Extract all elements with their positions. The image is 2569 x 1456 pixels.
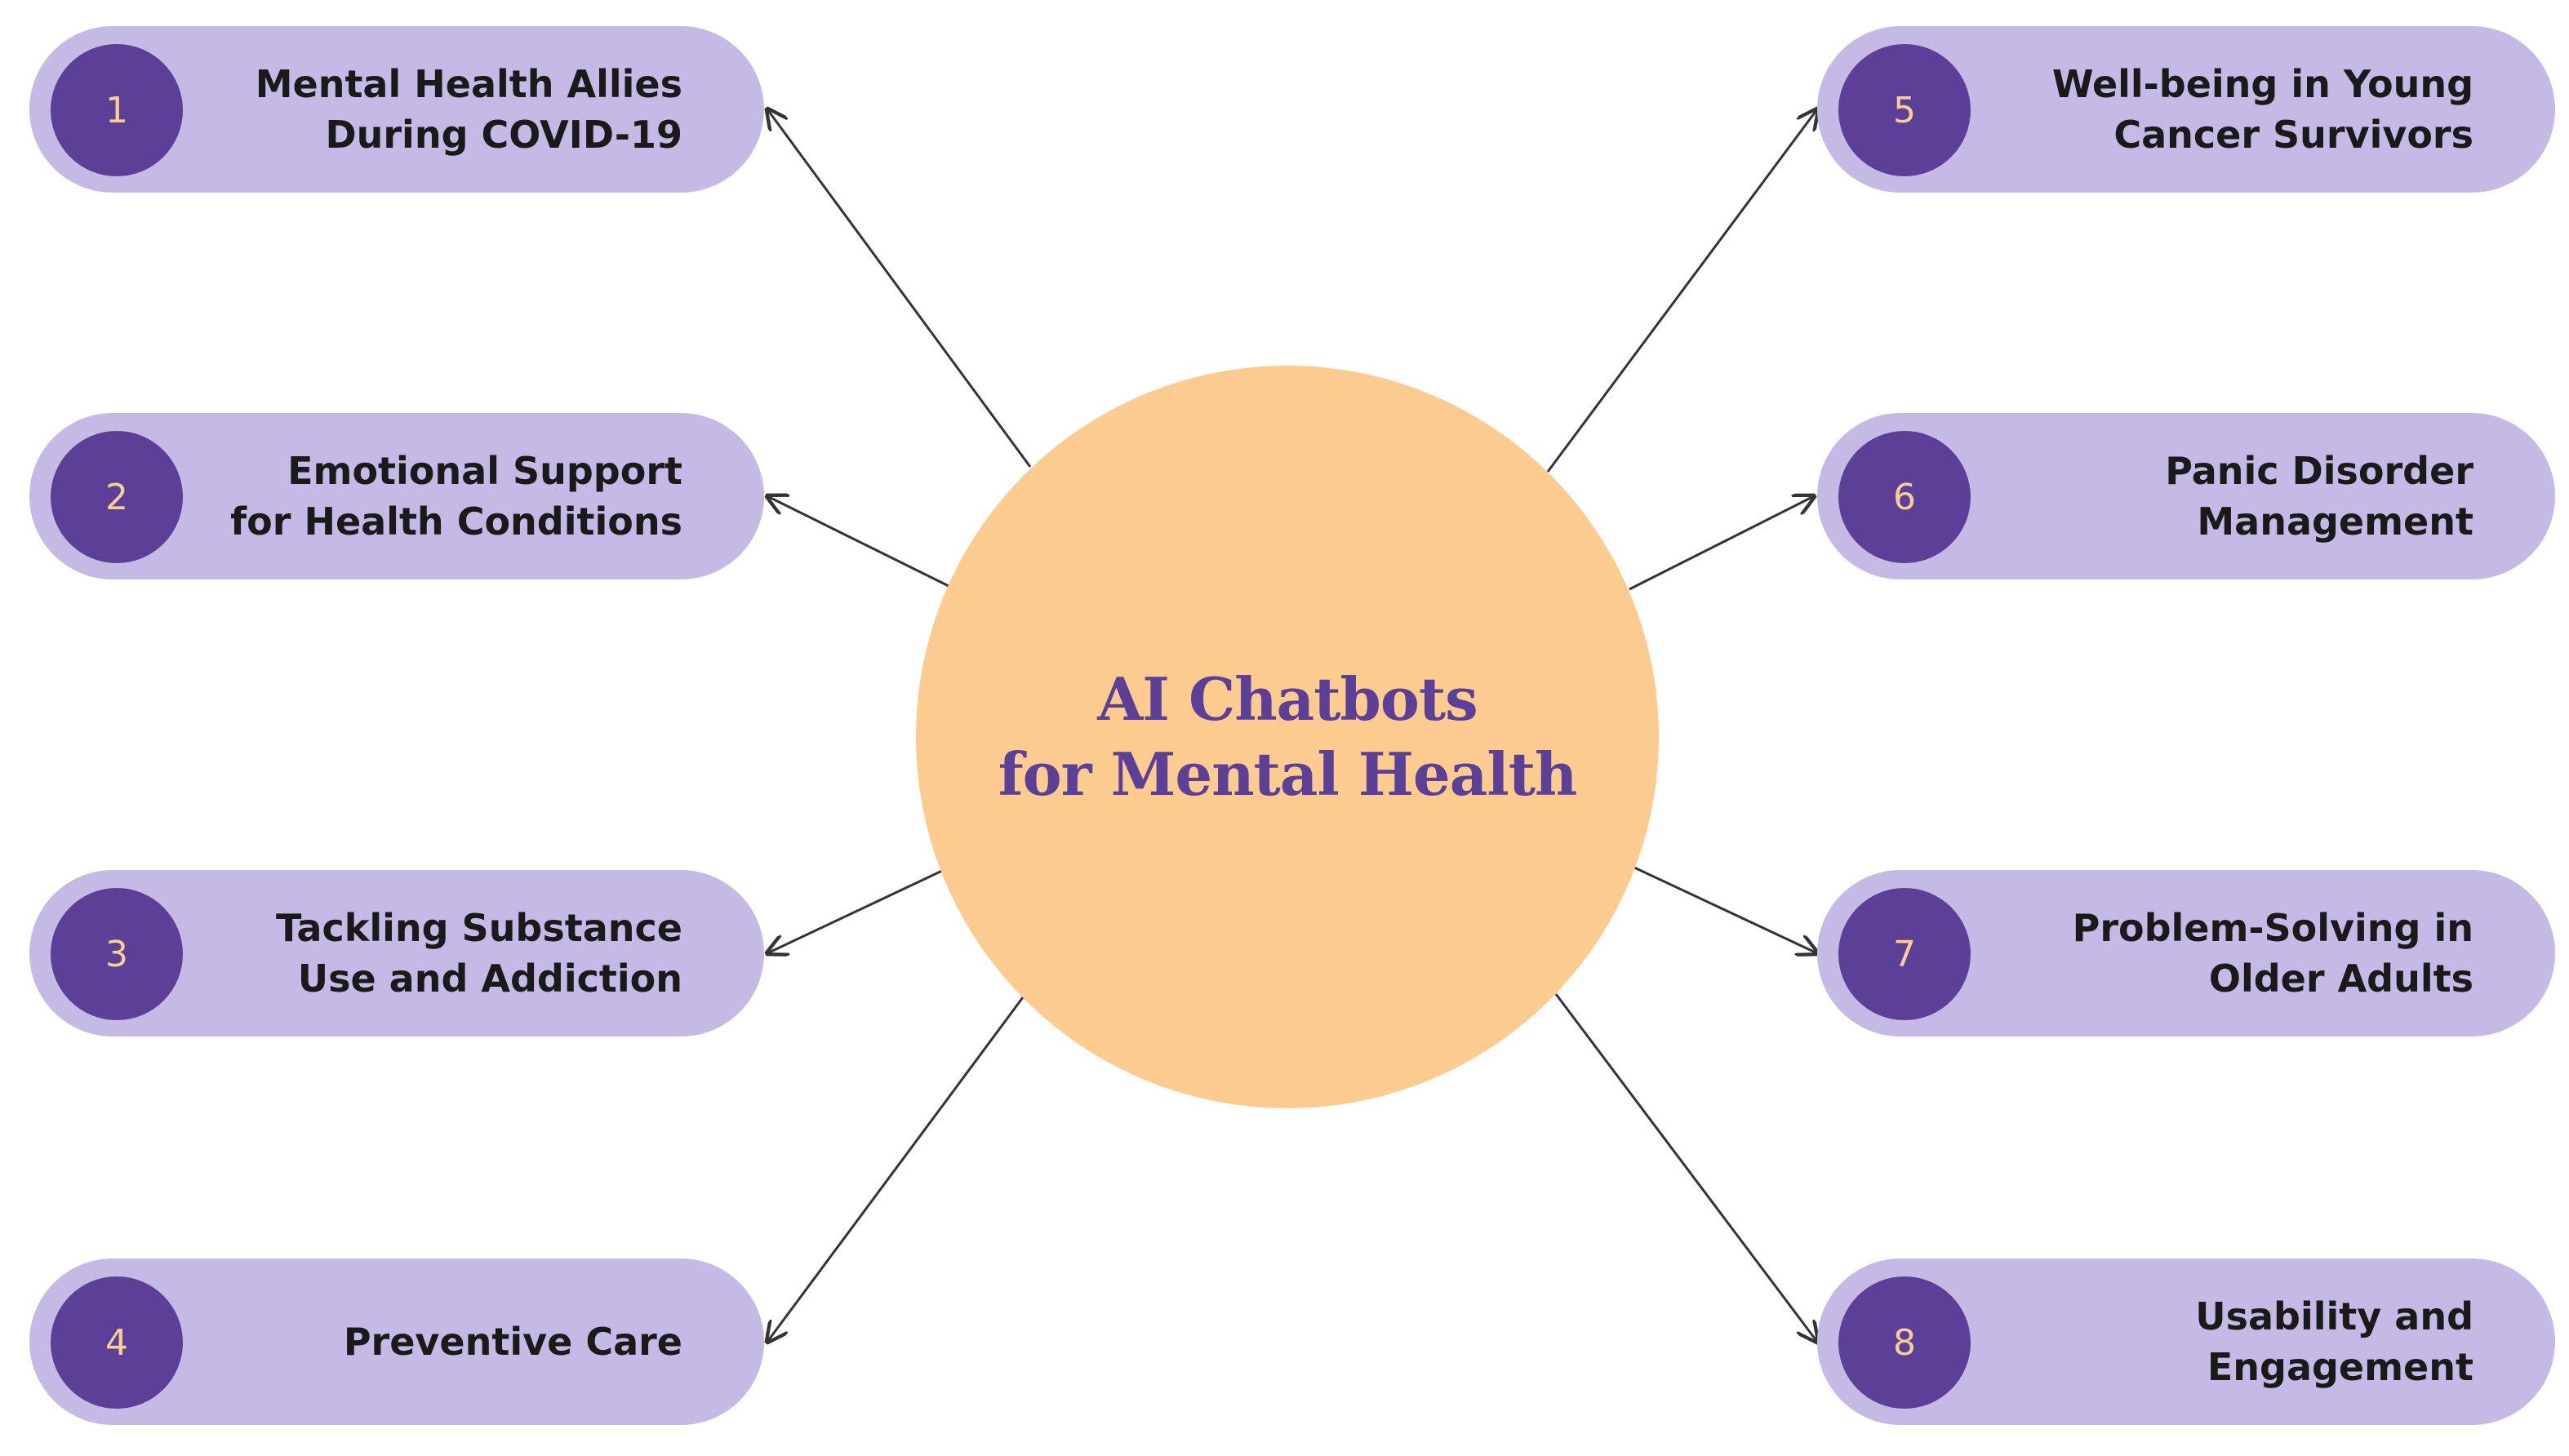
connector-4 xyxy=(767,993,1027,1342)
topic-node-6: 6 Panic Disorder Management xyxy=(1817,413,2555,579)
connector-7 xyxy=(1632,865,1817,953)
number-badge-5: 5 xyxy=(1838,44,1971,176)
topic-label-8-line-1: Usability and xyxy=(2195,1294,2473,1338)
number-badge-3: 3 xyxy=(51,888,183,1020)
connector-2 xyxy=(767,496,949,588)
topic-label-4: Preventive Care xyxy=(201,1258,682,1425)
topic-node-1: 1 Mental Health Allies During COVID-19 xyxy=(29,26,764,193)
topic-label-7-line-1: Problem-Solving in xyxy=(2072,906,2473,950)
topic-label-7: Problem-Solving in Older Adults xyxy=(1989,870,2473,1037)
topic-label-5: Well-being in Young Cancer Survivors xyxy=(1989,26,2473,193)
connector-1 xyxy=(767,109,1032,468)
topic-label-5-line-2: Cancer Survivors xyxy=(2113,113,2473,157)
topic-label-5-line-1: Well-being in Young xyxy=(2051,62,2473,106)
topic-label-3-line-1: Tackling Substance xyxy=(275,906,682,950)
number-badge-6: 6 xyxy=(1838,431,1971,563)
topic-label-6-line-1: Panic Disorder xyxy=(2165,449,2473,493)
topic-label-2-line-2: for Health Conditions xyxy=(230,499,682,544)
center-title-line-2: for Mental Health xyxy=(998,739,1578,809)
center-title-line-1: AI Chatbots xyxy=(1097,664,1478,734)
topic-label-6-line-2: Management xyxy=(2197,499,2473,544)
number-badge-1: 1 xyxy=(51,44,183,176)
connector-8 xyxy=(1554,993,1817,1342)
number-badge-4: 4 xyxy=(51,1276,183,1409)
connector-6 xyxy=(1629,496,1814,591)
topic-node-5: 5 Well-being in Young Cancer Survivors xyxy=(1817,26,2555,193)
topic-node-4: 4 Preventive Care xyxy=(29,1258,764,1425)
number-badge-2: 2 xyxy=(51,431,183,563)
topic-label-8: Usability and Engagement xyxy=(1989,1258,2473,1425)
connector-3 xyxy=(767,868,944,953)
topic-label-8-line-2: Engagement xyxy=(2207,1345,2473,1389)
topic-label-2: Emotional Support for Health Conditions xyxy=(201,413,682,579)
topic-node-7: 7 Problem-Solving in Older Adults xyxy=(1817,870,2555,1037)
topic-label-2-line-1: Emotional Support xyxy=(287,449,682,493)
topic-label-4-line-1: Preventive Care xyxy=(343,1320,682,1364)
number-badge-8: 8 xyxy=(1838,1276,1971,1409)
topic-label-1: Mental Health Allies During COVID-19 xyxy=(201,26,682,193)
number-badge-7: 7 xyxy=(1838,888,1971,1020)
connector-5 xyxy=(1546,109,1817,473)
topic-label-1-line-2: During COVID-19 xyxy=(325,113,682,157)
topic-label-3: Tackling Substance Use and Addiction xyxy=(201,870,682,1037)
topic-label-7-line-2: Older Adults xyxy=(2208,957,2473,1001)
topic-label-6: Panic Disorder Management xyxy=(1989,413,2473,579)
topic-label-3-line-2: Use and Addiction xyxy=(297,957,682,1001)
topic-node-2: 2 Emotional Support for Health Condition… xyxy=(29,413,764,579)
topic-node-8: 8 Usability and Engagement xyxy=(1817,1258,2555,1425)
topic-label-1-line-1: Mental Health Allies xyxy=(255,62,682,106)
center-topic: AI Chatbots for Mental Health xyxy=(916,366,1659,1108)
topic-node-3: 3 Tackling Substance Use and Addiction xyxy=(29,870,764,1037)
